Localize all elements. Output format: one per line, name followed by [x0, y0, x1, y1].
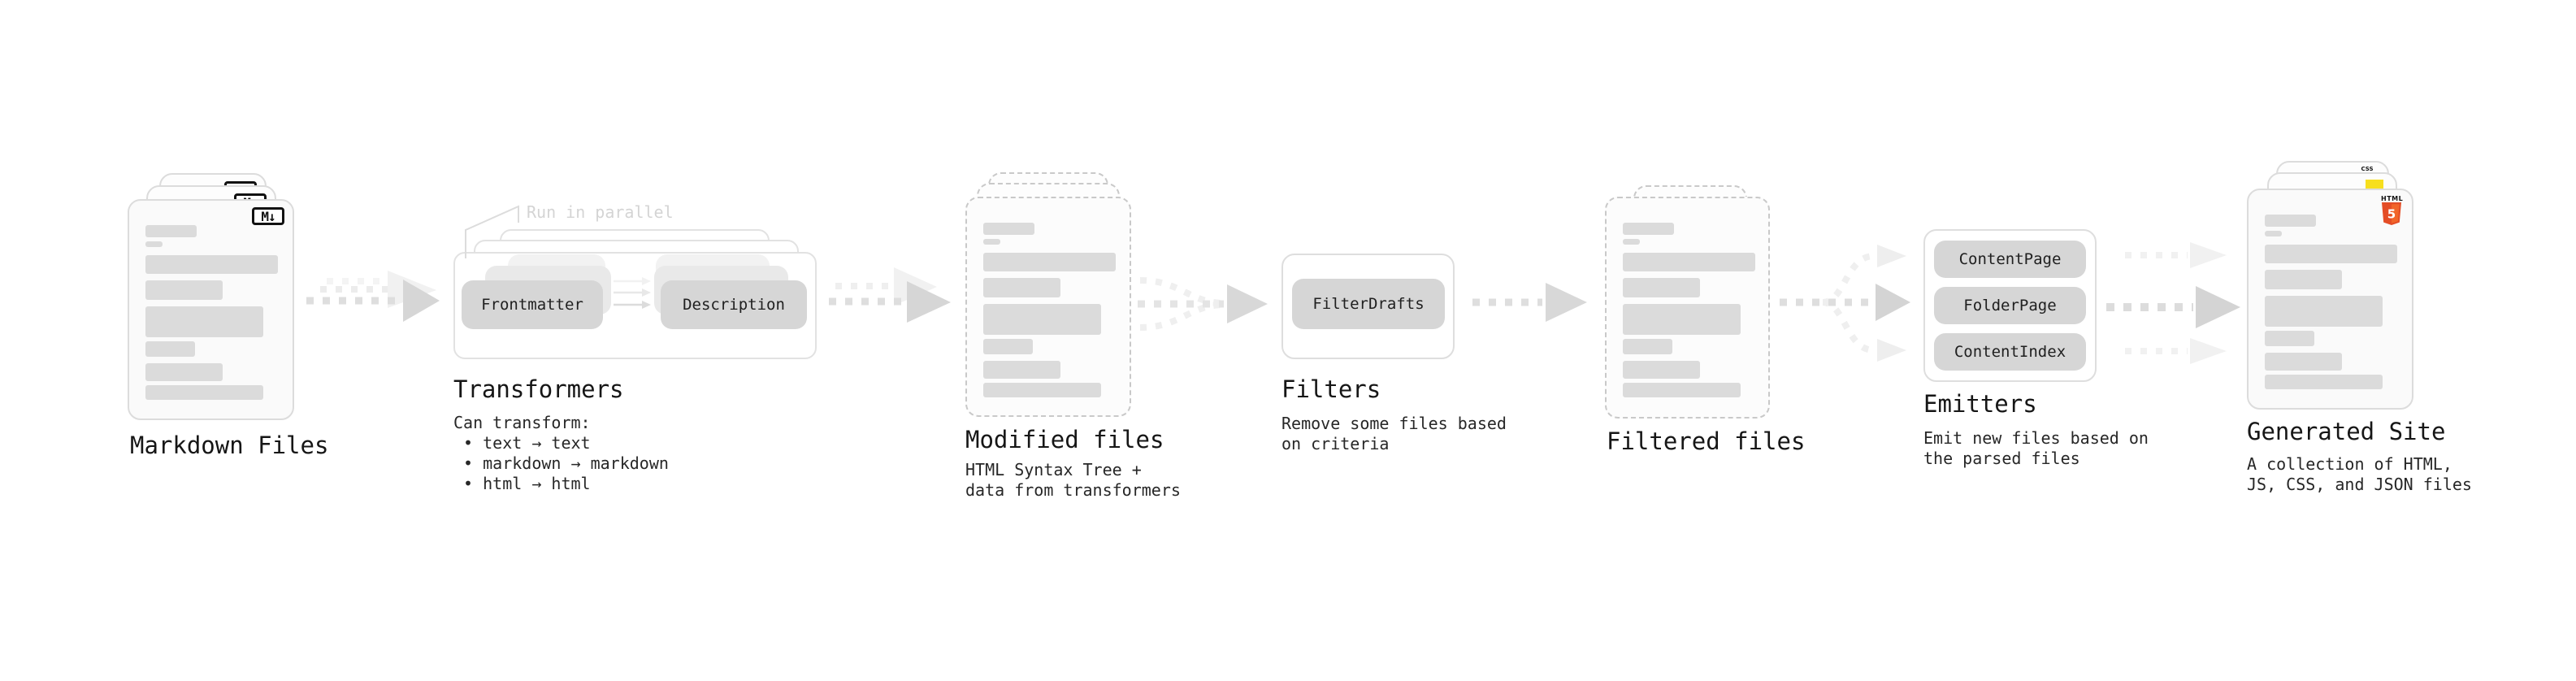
content-line	[983, 361, 1060, 379]
generated-site-label: Generated Site	[2247, 418, 2446, 445]
content-line	[983, 239, 1000, 245]
filters-label: Filters	[1281, 375, 1381, 403]
js-logo	[2366, 180, 2383, 189]
content-line	[145, 241, 163, 247]
filterdrafts-pill: FilterDrafts	[1292, 279, 1445, 329]
emitters-box: ContentPage FolderPage ContentIndex	[1923, 229, 2097, 382]
content-line	[2265, 231, 2282, 236]
markdown-file-card: M↓	[128, 199, 294, 420]
modified-file-card	[965, 197, 1131, 417]
generated-site-description: A collection of HTML, JS, CSS, and JSON …	[2247, 454, 2472, 494]
svg-text:5: 5	[2387, 207, 2396, 222]
contentpage-pill: ContentPage	[1934, 241, 2086, 278]
content-line	[1623, 223, 1674, 235]
flow-arrow-modified-to-filters	[1138, 277, 1268, 331]
content-line	[145, 225, 197, 237]
content-line	[1623, 253, 1755, 271]
content-line	[145, 363, 223, 381]
content-line	[2265, 245, 2397, 263]
filters-description: Remove some files based on criteria	[1281, 414, 1507, 453]
content-line	[983, 278, 1060, 297]
emitters-label: Emitters	[1923, 390, 2037, 418]
content-line	[2265, 353, 2342, 371]
description-pill: Description	[661, 280, 807, 329]
content-line	[2265, 270, 2342, 289]
contentindex-pill: ContentIndex	[1934, 333, 2086, 371]
content-line	[145, 341, 195, 357]
document-content-placeholder	[145, 225, 278, 400]
flow-arrow-filtered-to-emitters	[1780, 245, 1910, 362]
content-line	[1623, 361, 1700, 379]
flow-arrow-markdown-to-transformers	[306, 271, 440, 322]
html-file-card: HTML 5	[2247, 189, 2413, 410]
filtered-files-label: Filtered files	[1607, 427, 1806, 455]
content-line	[145, 306, 263, 337]
markdown-icon: M↓	[252, 207, 284, 225]
content-line	[145, 385, 263, 400]
emitters-description: Emit new files based on the parsed files	[1923, 428, 2149, 468]
content-line	[983, 383, 1101, 397]
modified-files-label: Modified files	[965, 426, 1164, 453]
frontmatter-pill: Frontmatter	[462, 280, 603, 329]
flow-arrow-transformers-to-modified	[829, 267, 951, 323]
content-line	[2265, 375, 2383, 389]
content-line	[2265, 296, 2383, 327]
flow-arrow-emitters-to-generated	[2106, 242, 2240, 364]
filtered-file-card	[1605, 197, 1770, 419]
content-line	[1623, 383, 1741, 397]
html5-shield-icon: 5	[2382, 202, 2401, 225]
css-logo-text: CSS	[2361, 166, 2374, 172]
modified-files-description: HTML Syntax Tree + data from transformer…	[965, 460, 1181, 500]
content-line	[2265, 331, 2314, 346]
content-line	[1623, 278, 1700, 297]
content-line	[145, 280, 223, 300]
content-line	[983, 339, 1033, 354]
html5-logo-text: HTML	[2381, 195, 2404, 202]
html5-logo: HTML 5	[2381, 195, 2404, 228]
document-content-placeholder	[2265, 215, 2397, 389]
flow-arrow-filters-to-filtered	[1472, 283, 1587, 322]
document-content-placeholder	[983, 223, 1116, 397]
content-line	[1623, 339, 1672, 354]
content-line	[145, 255, 278, 274]
transformers-label: Transformers	[453, 375, 624, 403]
content-line	[1623, 239, 1640, 245]
content-line	[983, 304, 1101, 335]
run-in-parallel-note: Run in parallel	[527, 202, 674, 222]
transformers-description: Can transform: • text → text • markdown …	[453, 413, 669, 493]
folderpage-pill: FolderPage	[1934, 287, 2086, 324]
content-line	[1623, 304, 1741, 335]
markdown-files-label: Markdown Files	[130, 432, 329, 459]
document-content-placeholder	[1623, 223, 1755, 397]
content-line	[983, 223, 1034, 235]
content-line	[2265, 215, 2316, 227]
content-line	[983, 253, 1116, 271]
